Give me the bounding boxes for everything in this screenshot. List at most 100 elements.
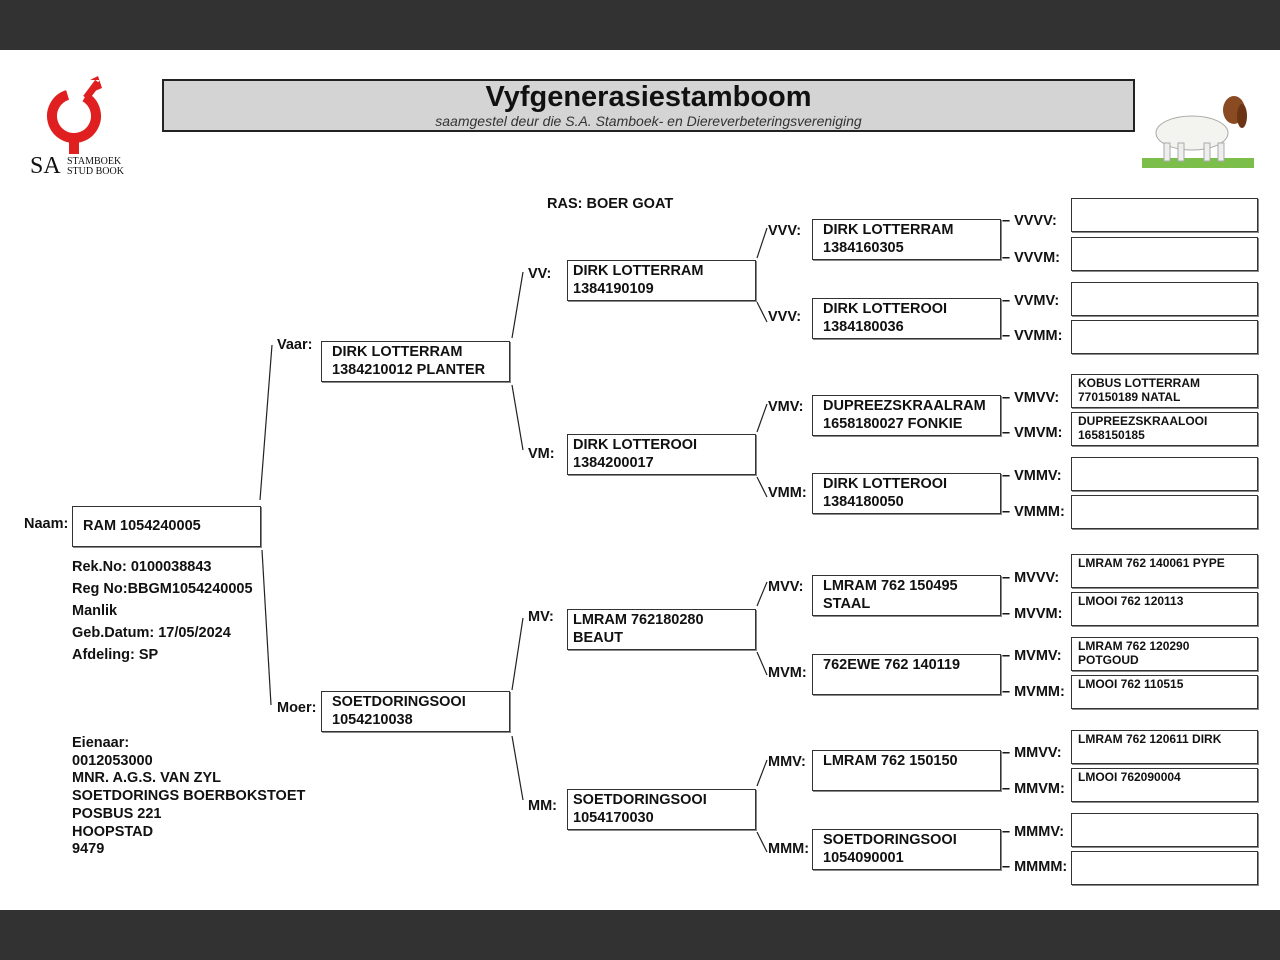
gen5-ancestor-box: LMOOI 762 110515 (1071, 675, 1258, 709)
gen4-label: MVV: (768, 579, 804, 595)
gen5-label: – MVVM: (1002, 606, 1063, 622)
owner-line: 9479 (72, 841, 105, 858)
ancestor-name: KOBUS LOTTERRAM (1078, 376, 1200, 390)
gen5-ancestor-box (1071, 320, 1258, 354)
animal-details: Rek.No: 0100038843 Reg No:BBGM1054240005… (72, 556, 253, 666)
bottom-bar (0, 910, 1280, 960)
ancestor-id: 1384210012 PLANTER (332, 361, 486, 378)
gen4-ancestor-box: DUPREEZSKRAALRAM 1658180027 FONKIE (812, 395, 1001, 436)
gen5-ancestor-box: LMRAM 762 140061 PYPE (1071, 554, 1258, 588)
gen5-label: – VVMV: (1002, 293, 1060, 309)
animal-name-label: Naam: (24, 516, 69, 532)
gen4-ancestor-box: 762EWE 762 140119 (812, 654, 1001, 695)
ancestor-id: 1054090001 (823, 849, 904, 866)
gen5-label: – VMMM: (1002, 504, 1065, 520)
ancestor-id: 1384180050 (823, 493, 904, 510)
logo-sa: SA (30, 153, 61, 179)
owner-block: Eienaar: 0012053000 MNR. A.G.S. VAN ZYL … (72, 735, 305, 859)
ancestor-id: 1384160305 (823, 239, 904, 256)
gen5-ancestor-box (1071, 237, 1258, 271)
gen5-label: – VMMV: (1002, 468, 1062, 484)
ancestor-name: DIRK LOTTERRAM (332, 344, 463, 360)
gen5-label: – MVVV: (1002, 570, 1060, 586)
division: Afdeling: SP (72, 647, 159, 663)
gen4-ancestor-box: LMRAM 762 150150 (812, 750, 1001, 791)
gen3-label: MM: (528, 798, 557, 814)
gen5-ancestor-box (1071, 457, 1258, 491)
gen5-label: – VVVV: (1002, 213, 1057, 229)
gen4-label: MMV: (768, 754, 806, 770)
ancestor-name: DIRK LOTTERRAM (823, 222, 954, 238)
gen5-ancestor-box (1071, 813, 1258, 847)
ancestor-name: SOETDORINGSOOI (573, 792, 707, 808)
ancestor-id: 1384180036 (823, 318, 904, 335)
owner-label: Eienaar: (72, 735, 130, 751)
gen5-ancestor-box: LMOOI 762 120113 (1071, 592, 1258, 626)
sa-studbook-logo: SA STAMBOEK STUD BOOK (28, 76, 133, 179)
gen5-label: – MVMM: (1002, 684, 1065, 700)
ancestor-id: STAAL (823, 595, 871, 612)
gen4-label: MVM: (768, 665, 807, 681)
ancestor-name: DUPREEZSKRAALRAM 1658180027 FONKIE (823, 398, 986, 432)
gen4-label: MMM: (768, 841, 810, 857)
ancestor-id: POTGOUD (1078, 653, 1139, 667)
ancestor-name: DIRK LOTTERRAM (573, 263, 704, 279)
ancestor-id: 770150189 NATAL (1078, 390, 1181, 404)
ancestor-name: 762EWE 762 140119 (823, 657, 961, 673)
ancestor-name: LMOOI 762 120113 (1078, 594, 1184, 608)
reg-no: Reg No:BBGM1054240005 (72, 581, 253, 597)
owner-line: 0012053000 (72, 752, 153, 769)
gen5-ancestor-box: LMOOI 762090004 (1071, 768, 1258, 802)
ancestor-name: DUPREEZSKRAALOOI (1078, 414, 1208, 428)
gen2-label: Moer: (277, 700, 317, 716)
ancestor-name: DIRK LOTTEROOI (823, 476, 948, 492)
owner-line: SOETDORINGS BOERBOKSTOET (72, 788, 306, 805)
ancestor-name: LMRAM 762 150495 (823, 578, 958, 594)
logo-line2: STUD BOOK (67, 166, 124, 177)
gen5-ancestor-box: LMRAM 762 120611 DIRK (1071, 730, 1258, 764)
gen5-ancestor-box (1071, 282, 1258, 316)
ancestor-id: 1054170030 (573, 809, 654, 826)
owner-line: MNR. A.G.S. VAN ZYL (72, 770, 222, 787)
gen5-ancestor-box (1071, 495, 1258, 529)
gen5-label: – VVVM: (1002, 250, 1061, 266)
gen3-label: MV: (528, 609, 554, 625)
gen4-label: VVV: (768, 309, 802, 325)
gen4-label: VMV: (768, 399, 804, 415)
gen5-ancestor-box (1071, 851, 1258, 885)
owner-line: HOOPSTAD (72, 823, 154, 840)
gen5-label: – VMVM: (1002, 425, 1063, 441)
ancestor-name: LMRAM 762 120611 DIRK (1078, 732, 1222, 746)
top-bar (0, 0, 1280, 50)
ancestor-id: 1384190109 (573, 280, 654, 297)
birth-date: Geb.Datum: 17/05/2024 (72, 625, 231, 641)
goat-image (1142, 88, 1254, 170)
ancestor-name: LMRAM 762 150150 (823, 753, 958, 769)
ancestor-name: LMOOI 762090004 (1078, 770, 1181, 784)
ancestor-id: 1054210038 (332, 711, 413, 728)
ancestor-id: BEAUT (573, 629, 623, 646)
title-banner: Vyfgenerasiestamboom saamgestel deur die… (162, 79, 1135, 132)
ancestor-name: LMRAM 762 140061 PYPE (1078, 556, 1225, 570)
ancestor-id: 1658150185 (1078, 428, 1145, 442)
gen5-label: – VMVV: (1002, 390, 1060, 406)
gen4-label: VVV: (768, 223, 802, 239)
sex: Manlik (72, 603, 118, 619)
gen5-label: – MMMV: (1002, 824, 1065, 840)
breed-label: RAS: BOER GOAT (547, 196, 674, 212)
ancestor-id: 1384200017 (573, 454, 654, 471)
gen5-label: – MMVV: (1002, 745, 1062, 761)
gen5-label: – VVMM: (1002, 328, 1063, 344)
owner-line: POSBUS 221 (72, 805, 162, 822)
